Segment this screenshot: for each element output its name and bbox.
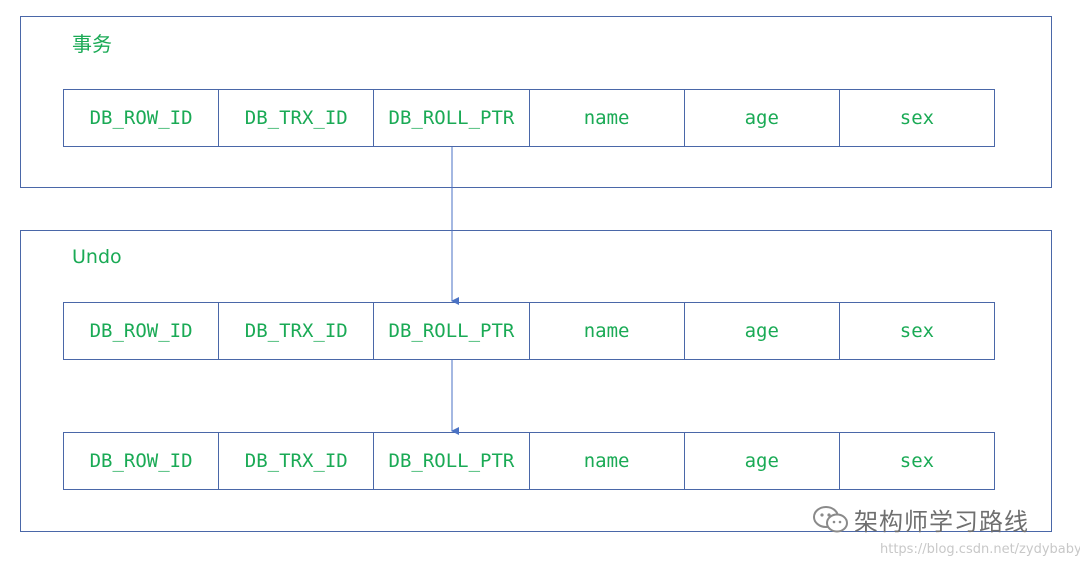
undo-record-row-1: DB_ROW_ID DB_TRX_ID DB_ROLL_PTR name age… [63, 302, 995, 360]
field-db-roll-ptr: DB_ROLL_PTR [374, 303, 530, 359]
field-age: age [685, 303, 840, 359]
field-db-roll-ptr: DB_ROLL_PTR [374, 90, 530, 146]
field-db-row-id: DB_ROW_ID [64, 303, 220, 359]
field-name: name [530, 303, 685, 359]
field-age: age [685, 433, 840, 489]
field-name: name [530, 90, 685, 146]
transaction-record-row: DB_ROW_ID DB_TRX_ID DB_ROLL_PTR name age… [63, 89, 995, 147]
field-age: age [685, 90, 840, 146]
transaction-group-label: 事务 [72, 32, 112, 56]
field-name: name [530, 433, 685, 489]
field-sex: sex [899, 450, 935, 472]
field-db-roll-ptr: DB_ROLL_PTR [374, 433, 530, 489]
wechat-icon [813, 505, 848, 532]
field-sex: sex [899, 320, 935, 342]
watermark-url: https://blog.csdn.net/zydybaby [880, 542, 1080, 557]
field-db-trx-id: DB_TRX_ID [219, 433, 375, 489]
field-db-trx-id: DB_TRX_ID [219, 90, 375, 146]
undo-group-label: Undo [72, 246, 122, 268]
undo-record-row-2: DB_ROW_ID DB_TRX_ID DB_ROLL_PTR name age… [63, 432, 995, 490]
field-db-row-id: DB_ROW_ID [64, 433, 220, 489]
watermark: 架构师学习路线 [812, 502, 1029, 537]
field-db-trx-id: DB_TRX_ID [219, 303, 375, 359]
field-db-row-id: DB_ROW_ID [64, 90, 220, 146]
field-sex: sex [899, 107, 935, 129]
watermark-text: 架构师学习路线 [854, 508, 1029, 536]
